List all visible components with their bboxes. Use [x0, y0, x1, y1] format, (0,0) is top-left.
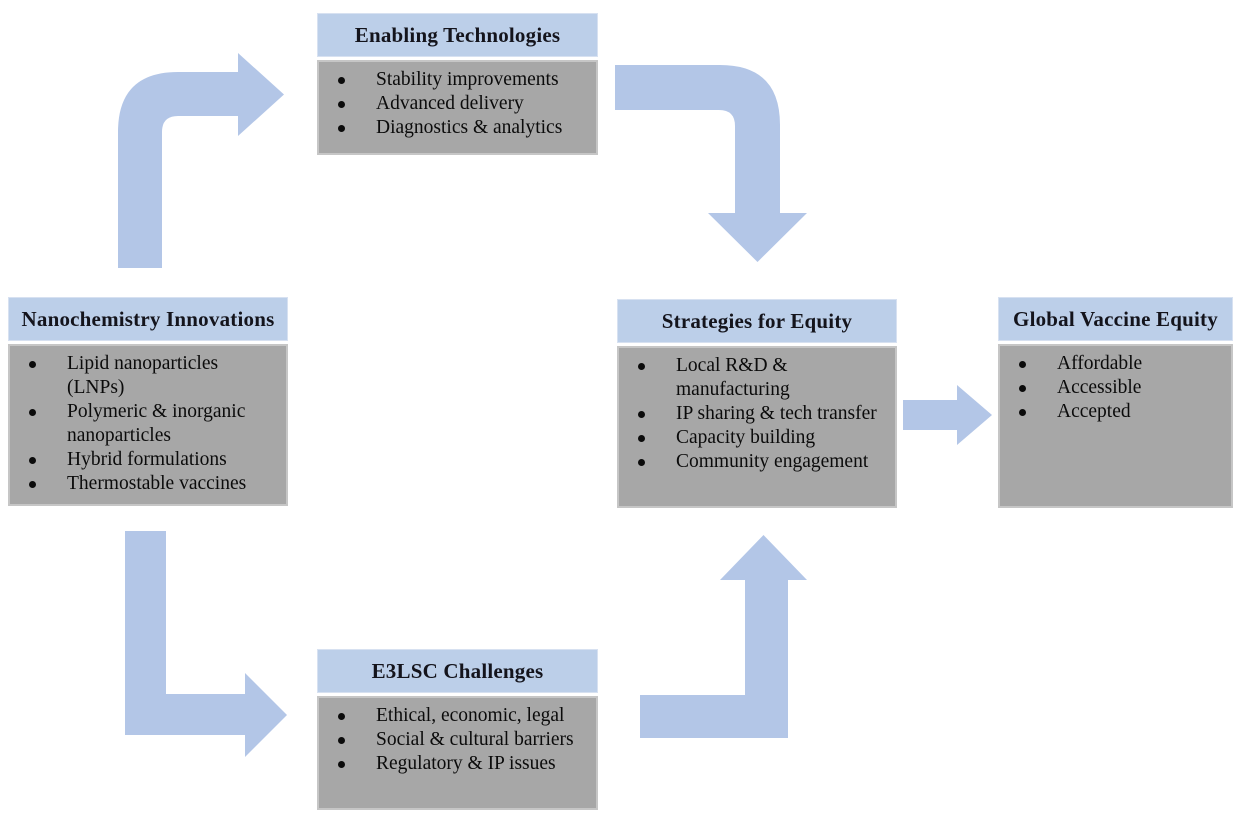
list-item: Social & cultural barriers — [319, 728, 590, 752]
box-title-enabling-technologies: Enabling Technologies — [317, 13, 598, 57]
list-item: Diagnostics & analytics — [319, 116, 590, 140]
box-title-global-vaccine-equity: Global Vaccine Equity — [998, 297, 1233, 341]
list-item: Capacity building — [619, 426, 889, 450]
box-e3lsc-challenges: E3LSC Challenges Ethical, economic, lega… — [317, 649, 598, 810]
list-item: Stability improvements — [319, 68, 590, 92]
arrow-nanochemistry-to-e3lsc-challenges — [125, 531, 287, 757]
list-item: Polymeric & inorganic nanoparticles — [10, 400, 280, 448]
list-item: IP sharing & tech transfer — [619, 402, 889, 426]
box-title-e3lsc-challenges: E3LSC Challenges — [317, 649, 598, 693]
list-item: Hybrid formulations — [10, 448, 280, 472]
arrow-nanochemistry-to-enabling-technologies — [118, 53, 284, 268]
list-item: Regulatory & IP issues — [319, 752, 590, 776]
bullet-list-nanochemistry-innovations: Lipid nanoparticles (LNPs)Polymeric & in… — [10, 346, 286, 496]
list-item: Affordable — [1000, 352, 1225, 376]
list-item: Community engagement — [619, 450, 889, 474]
arrow-enabling-technologies-to-strategies-for-equity — [615, 65, 807, 262]
arrow-strategies-for-equity-to-global-vaccine-equity — [903, 385, 992, 445]
box-title-strategies-for-equity: Strategies for Equity — [617, 299, 897, 343]
box-body-nanochemistry-innovations: Lipid nanoparticles (LNPs)Polymeric & in… — [8, 344, 288, 506]
box-title-nanochemistry-innovations: Nanochemistry Innovations — [8, 297, 288, 341]
list-item: Ethical, economic, legal — [319, 704, 590, 728]
list-item: Accepted — [1000, 400, 1225, 424]
box-nanochemistry-innovations: Nanochemistry Innovations Lipid nanopart… — [8, 297, 288, 506]
list-item: Thermostable vaccines — [10, 472, 280, 496]
box-enabling-technologies: Enabling Technologies Stability improvem… — [317, 13, 598, 155]
list-item: Local R&D & manufacturing — [619, 354, 889, 402]
list-item: Advanced delivery — [319, 92, 590, 116]
list-item: Lipid nanoparticles (LNPs) — [10, 352, 280, 400]
list-item: Accessible — [1000, 376, 1225, 400]
box-strategies-for-equity: Strategies for Equity Local R&D & manufa… — [617, 299, 897, 508]
arrow-e3lsc-challenges-to-strategies-for-equity — [640, 535, 807, 738]
